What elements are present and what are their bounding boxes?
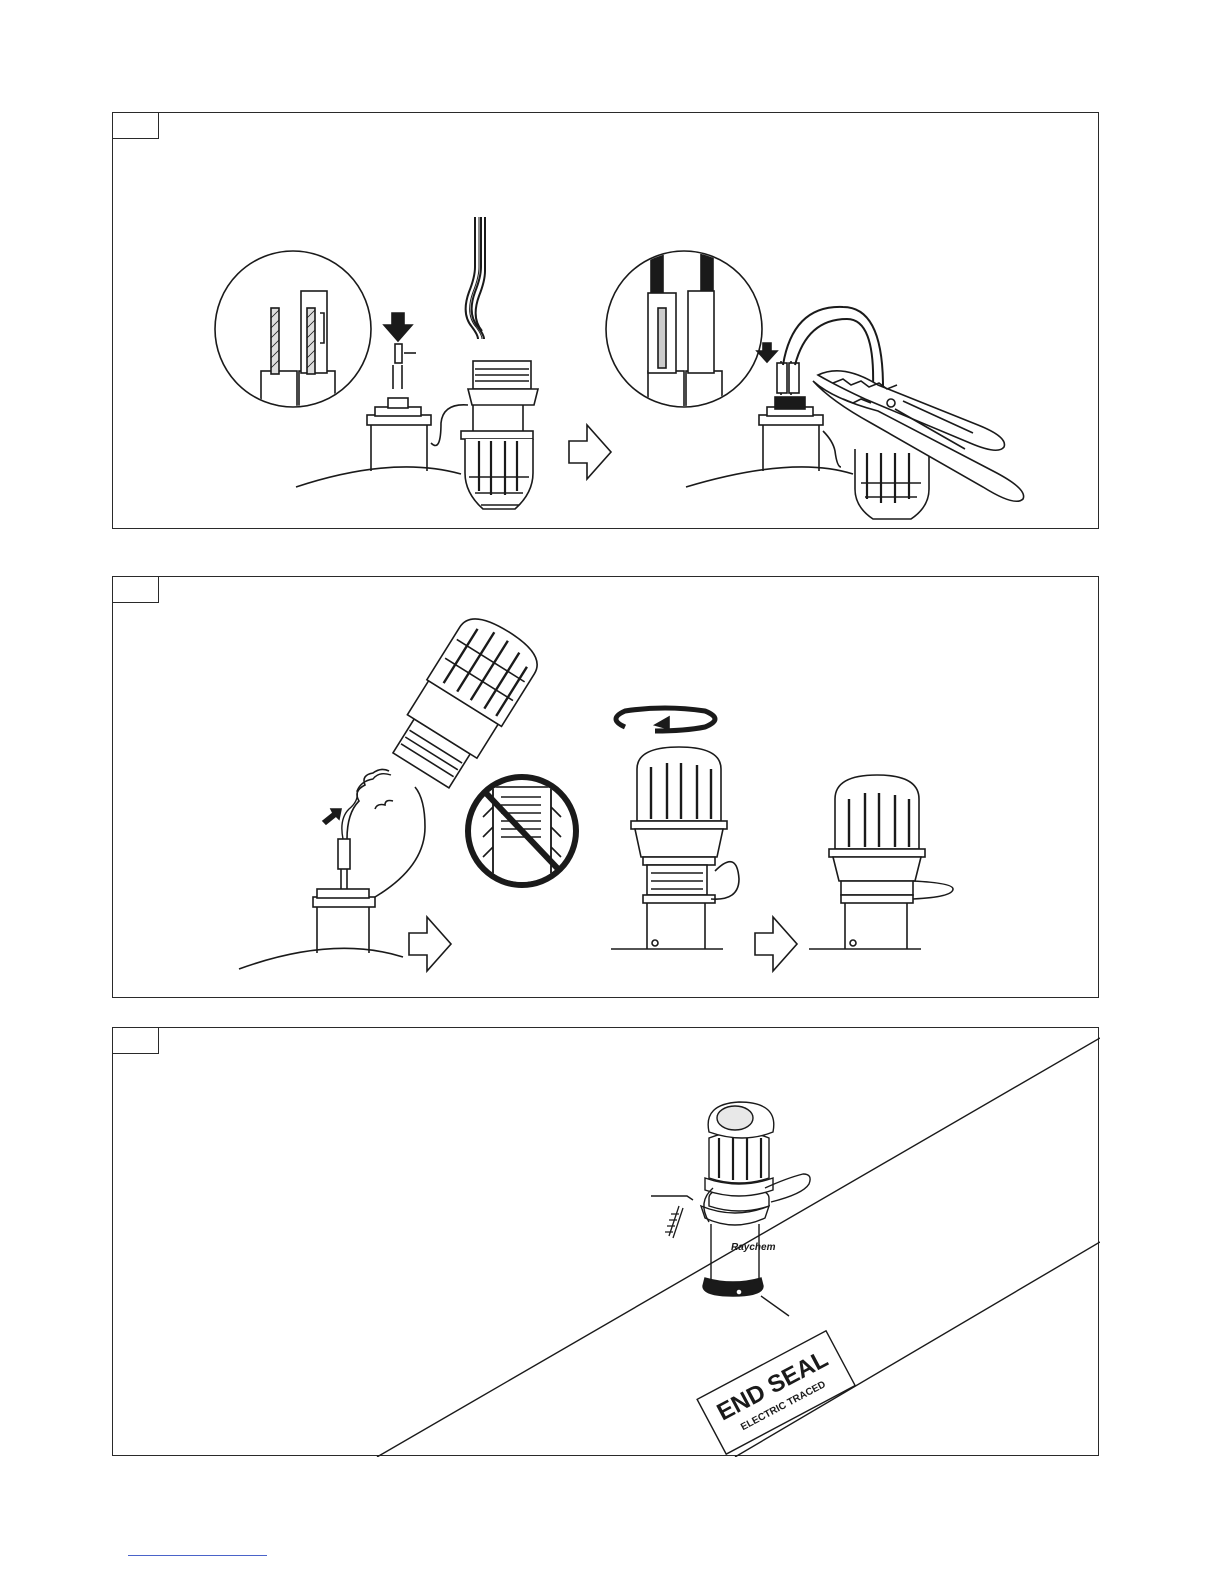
- brand-logo: Raychem: [731, 1242, 776, 1253]
- end-cap-installed: Raychem: [701, 1102, 810, 1296]
- detail-magnifier-left: [215, 251, 371, 431]
- next-arrow-3: [755, 917, 797, 971]
- end-seal-label: END SEAL ELECTRIC TRACED: [697, 1331, 855, 1454]
- step3-illustration: END SEAL ELECTRIC TRACED Raychem: [113, 1028, 1100, 1457]
- step-panel-2: [112, 576, 1099, 998]
- end-cap-left: [461, 217, 538, 509]
- detail-magnifier-right: [606, 243, 762, 431]
- step-panel-1: [112, 112, 1099, 529]
- next-arrow-2: [409, 917, 451, 971]
- screw-icon: [665, 1206, 683, 1238]
- end-cap-middle: [611, 747, 739, 949]
- insert-arrow: [384, 313, 412, 341]
- step-panel-3: END SEAL ELECTRIC TRACED Raychem: [112, 1027, 1099, 1456]
- end-cap-tilted: [384, 609, 546, 795]
- footer-link-underline[interactable]: [128, 1555, 267, 1556]
- prohibited-detail: [468, 777, 576, 887]
- step2-illustration: [113, 577, 1100, 999]
- step1-illustration: [113, 113, 1100, 530]
- next-arrow-1: [569, 425, 611, 479]
- end-cap-right: [809, 775, 953, 949]
